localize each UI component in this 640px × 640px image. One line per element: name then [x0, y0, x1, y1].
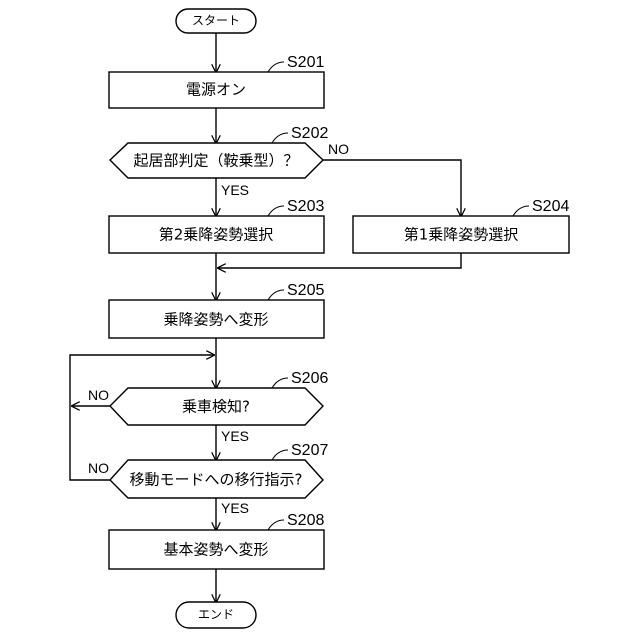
leader-s201	[268, 62, 284, 72]
label-s202-no: NO	[328, 141, 349, 157]
s207-label: 移動モードへの移行指示?	[130, 471, 303, 489]
node-start: スタート	[176, 9, 256, 33]
end-label: エンド	[198, 608, 234, 622]
s206-label: 乗車検知?	[182, 398, 250, 416]
leader-s206	[272, 378, 288, 388]
node-s202: 起居部判定（鞍乗型）？	[110, 143, 323, 178]
step-number-s203: S203	[287, 198, 324, 215]
label-s206-no: NO	[88, 387, 109, 403]
step-number-s202: S202	[291, 125, 328, 142]
s205-label: 乗降姿勢へ変形	[163, 311, 268, 329]
s203-label: 第2乗降姿勢選択	[159, 226, 274, 244]
step-number-s206: S206	[291, 370, 328, 387]
s201-label: 電源オン	[186, 81, 246, 99]
label-s206-yes: YES	[221, 428, 249, 444]
node-s203: 第2乗降姿勢選択	[109, 216, 324, 253]
node-s207: 移動モードへの移行指示?	[110, 460, 323, 498]
node-s208: 基本姿勢へ変形	[109, 530, 324, 569]
start-label: スタート	[192, 14, 240, 28]
edge-s202-s204	[323, 160, 461, 216]
step-number-s205: S205	[287, 282, 324, 299]
edge-s204-merge	[218, 253, 461, 268]
leader-s207	[272, 450, 288, 460]
step-number-s201: S201	[287, 54, 324, 71]
step-number-s207: S207	[291, 442, 328, 459]
label-s207-no: NO	[88, 460, 109, 476]
node-end: エンド	[176, 602, 256, 628]
leader-s208	[268, 520, 284, 530]
s208-label: 基本姿勢へ変形	[163, 541, 268, 559]
node-s205: 乗降姿勢へ変形	[109, 300, 324, 338]
node-s206: 乗車検知?	[110, 388, 323, 425]
node-s201: 電源オン	[109, 72, 324, 108]
node-s204: 第1乗降姿勢選択	[353, 216, 569, 253]
leader-s203	[268, 206, 284, 216]
label-s207-yes: YES	[221, 500, 249, 516]
s204-label: 第1乗降姿勢選択	[404, 226, 519, 244]
label-s202-yes: YES	[221, 182, 249, 198]
step-number-s204: S204	[532, 198, 569, 215]
leader-s202	[272, 133, 288, 143]
leader-s205	[268, 290, 284, 300]
leader-s204	[513, 206, 529, 216]
s202-label: 起居部判定（鞍乗型）？	[133, 152, 298, 170]
step-number-s208: S208	[287, 512, 324, 529]
